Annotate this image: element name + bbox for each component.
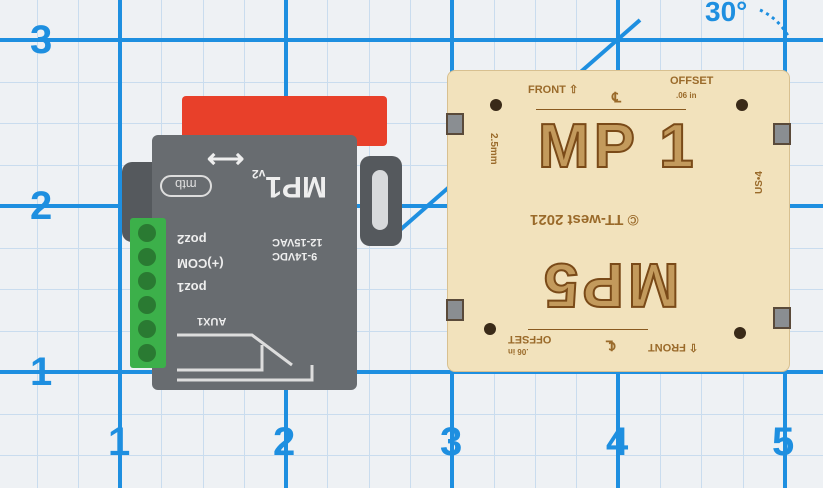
angle-label: 30° — [705, 0, 748, 27]
y-label: 2 — [30, 184, 53, 228]
voltage-ac: 12-15VAC — [272, 236, 323, 248]
aux-switch-symbol — [177, 333, 314, 382]
direction-arrow-icon: ⟷ — [207, 143, 245, 173]
centerline-mark: ℄ — [606, 338, 615, 354]
us-label: US•4 — [754, 171, 765, 194]
x-label: 2 — [273, 420, 296, 464]
offset-label: OFFSET — [508, 333, 552, 345]
wood-plate: FRONT ⇧ ℄ OFFSET .06 in MP 1 2.5mm US•4 … — [446, 70, 791, 372]
copyright-text: © TT-west 2021 — [530, 211, 639, 228]
offset-value: .06 in — [508, 347, 529, 356]
front-label: FRONT — [648, 341, 686, 353]
thickness-label: 2.5mm — [488, 133, 499, 165]
device-body: ⟷ mtb MP1v2 9-14VDC 12-15VAC poz1 (+)COM po… — [152, 135, 357, 390]
terminal-block — [130, 218, 166, 368]
plate-title-top: MP 1 — [537, 111, 698, 182]
voltage-dc: 9-14VDC — [272, 250, 318, 262]
terminal-label: poz2 — [177, 232, 207, 247]
y-label: 3 — [30, 18, 53, 62]
x-label: 1 — [108, 420, 131, 464]
brand-logo: mtb — [175, 177, 197, 192]
terminal-label: (+)COM — [177, 256, 224, 271]
front-label: FRONT — [528, 84, 566, 96]
plate-title-bottom: MP5 — [539, 249, 680, 320]
offset-label: OFFSET — [670, 75, 714, 87]
x-label: 4 — [606, 420, 629, 464]
mount-ear-right — [360, 156, 402, 246]
x-label: 3 — [440, 420, 463, 464]
terminal-label: poz1 — [177, 280, 207, 295]
x-label: 5 — [772, 420, 795, 464]
y-label: 1 — [30, 350, 53, 394]
model-label: MP1v2 — [252, 167, 328, 203]
offset-value: .06 in — [676, 91, 697, 100]
centerline-mark: ℄ — [612, 89, 621, 105]
